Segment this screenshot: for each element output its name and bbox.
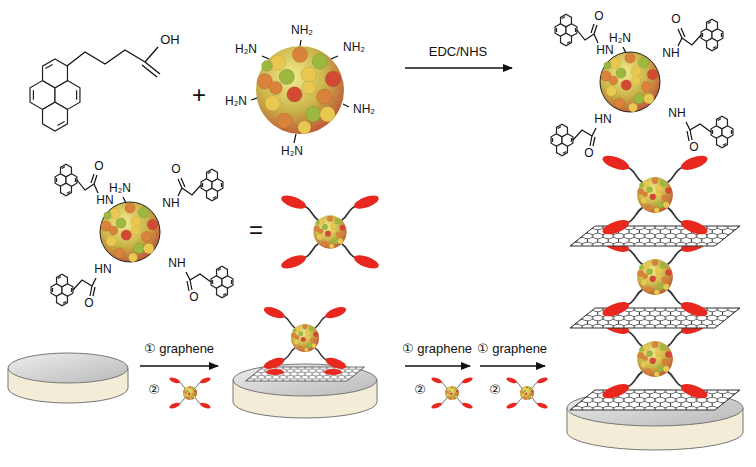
operator-sign: = <box>249 216 263 244</box>
substrate-disc <box>233 305 377 418</box>
substrate-disc <box>8 353 128 403</box>
layered-stack <box>567 153 743 450</box>
chem-label: HN <box>96 194 113 208</box>
functionalized-nanoparticle <box>51 14 733 306</box>
chem-label: O <box>94 160 103 174</box>
chem-label: NH <box>662 47 679 61</box>
chem-label: H₂N <box>281 145 303 159</box>
chem-label: NH₂ <box>353 103 375 117</box>
amine-nanoparticle <box>251 40 349 143</box>
pyrene-acid <box>30 47 160 131</box>
chem-label: NH₂ <box>343 41 365 55</box>
chem-label: H₂N <box>235 43 257 57</box>
chem-label: ① graphene <box>144 342 214 357</box>
chem-label: O <box>594 10 603 24</box>
chem-label: ② <box>414 383 426 398</box>
chem-label: ① graphene <box>402 342 472 357</box>
chem-label: HN <box>594 113 611 127</box>
reaction-arrow <box>405 67 512 69</box>
chem-label: O <box>171 163 180 177</box>
operator-sign: + <box>192 81 206 109</box>
chem-label: O <box>671 13 680 27</box>
chem-label: ② <box>489 383 501 398</box>
chem-label: NH₂ <box>291 24 313 38</box>
chem-label: O <box>189 291 198 305</box>
chem-label: ② <box>148 383 160 398</box>
chem-label: H₂N <box>225 95 247 109</box>
chem-label: NH <box>168 257 185 271</box>
particle-icon <box>280 193 381 271</box>
chem-label: NH <box>162 197 179 211</box>
chem-label: HN <box>596 44 613 58</box>
chem-label: OH <box>160 33 180 48</box>
chem-label: EDC/NHS <box>429 45 488 60</box>
chem-label: ① graphene <box>477 342 547 357</box>
chem-label: NH <box>668 107 685 121</box>
chem-label: O <box>84 297 93 311</box>
chem-label: O <box>584 147 593 161</box>
chem-label: O <box>689 141 698 155</box>
chem-label: HN <box>94 263 111 277</box>
